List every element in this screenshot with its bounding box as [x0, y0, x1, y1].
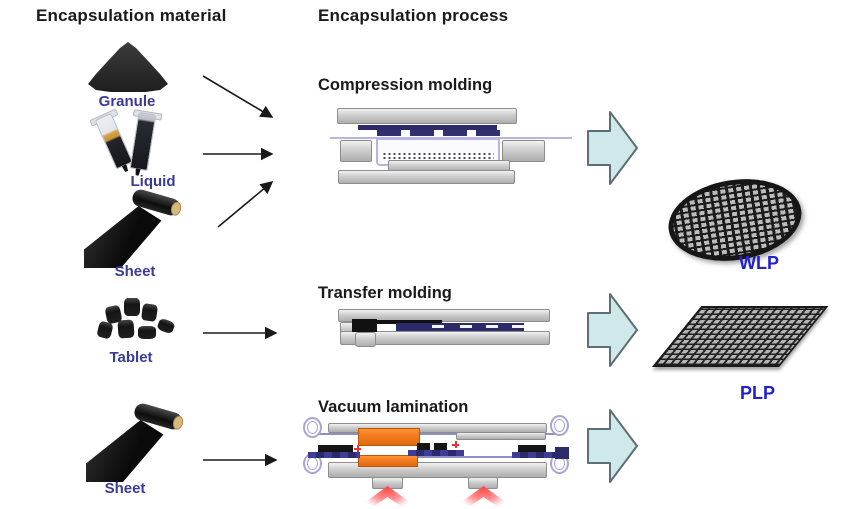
block-arrow-vacuum-to-output: [587, 409, 638, 483]
compression-bottom-platen: [338, 170, 515, 184]
chip: [417, 443, 430, 450]
substrate-strip: [308, 452, 360, 458]
film-roller-icon: [550, 415, 569, 436]
compression-top-platen: [337, 108, 517, 124]
tablet-cylinder: [96, 320, 114, 340]
tablet-cylinder: [124, 298, 140, 316]
compression-mold-block-left: [340, 140, 372, 162]
roll-core: [169, 200, 183, 217]
syringe-body: [129, 111, 157, 172]
vacuum-lamination-label: Vacuum lamination: [318, 398, 469, 416]
tablet-cluster-icon: [96, 298, 182, 350]
tablet-cylinder: [138, 326, 156, 339]
arrow-granule-to-compression: [202, 75, 274, 118]
heater-block-top: [358, 428, 420, 446]
vacuum-laminator-machine-icon: [300, 410, 576, 506]
transfer-feed-channel: [376, 320, 442, 324]
substrate-strip: [512, 452, 558, 458]
heat-point-marker: [452, 441, 459, 448]
liquid-syringes-icon: [89, 108, 167, 176]
chip: [476, 130, 500, 136]
tablet-label: Tablet: [109, 349, 153, 366]
syringe-icon: [89, 108, 133, 170]
laminated-chip-block: [555, 447, 569, 459]
transfer-molding-label: Transfer molding: [318, 284, 452, 302]
transfer-mold-machine-icon: [336, 306, 552, 354]
chip: [434, 443, 447, 450]
wlp-label: WLP: [739, 253, 779, 273]
granule-fill: [382, 152, 494, 161]
compression-chip-carrier: [358, 125, 497, 130]
transfer-top-platen: [338, 309, 550, 322]
syringe-icon: [129, 109, 163, 172]
sheet-top-label: Sheet: [114, 263, 156, 280]
chip: [486, 325, 498, 328]
sheet-roll-icon: [86, 401, 186, 482]
vacuum-top-plate: [328, 423, 547, 433]
block-arrow-compression-to-output: [587, 111, 638, 185]
laminated-chip-block: [318, 445, 353, 452]
tablet-cylinder: [156, 317, 176, 335]
chip: [432, 325, 444, 328]
heat-glow-icon: [364, 486, 411, 506]
chip: [512, 325, 524, 328]
chip: [410, 130, 434, 136]
sheet-bottom-label: Sheet: [104, 480, 146, 497]
vacuum-top-plate-step: [456, 432, 546, 440]
granule-label: Granule: [98, 93, 156, 110]
plp-label: PLP: [740, 383, 776, 403]
tablet-cylinder: [117, 319, 135, 339]
laminated-chip-block: [518, 445, 546, 452]
block-arrow-transfer-to-output: [587, 293, 638, 367]
wafer-icon: [662, 170, 808, 270]
roll-core: [171, 414, 185, 431]
heat-glow-icon: [460, 486, 507, 506]
transfer-bottom-platen: [340, 331, 550, 345]
tablet-cylinder: [140, 303, 159, 322]
compression-mold-machine-icon: [328, 106, 578, 186]
chip: [377, 130, 401, 136]
compression-molding-label: Compression molding: [318, 76, 493, 94]
chip: [460, 325, 472, 328]
syringe-body: [94, 112, 133, 170]
transfer-plunger-head: [352, 319, 377, 332]
substrate-strip: [408, 450, 464, 456]
encapsulation-material-header: Encapsulation material: [36, 6, 227, 25]
chip: [443, 130, 467, 136]
film-web-top: [310, 433, 564, 435]
arrow-sheet-to-compression: [217, 180, 274, 228]
compression-mold-block-right: [502, 140, 545, 162]
panel-icon: [652, 306, 829, 367]
liquid-label: Liquid: [130, 173, 176, 190]
granule-pile-icon: [88, 42, 168, 92]
encapsulation-process-header: Encapsulation process: [318, 6, 509, 25]
film-roller-icon: [303, 417, 322, 438]
sheet-roll-icon: [84, 187, 184, 268]
heat-point-marker: [354, 445, 361, 452]
heater-block-bottom: [358, 455, 418, 467]
transfer-plunger: [355, 332, 376, 347]
film-web-bottom: [310, 456, 564, 458]
